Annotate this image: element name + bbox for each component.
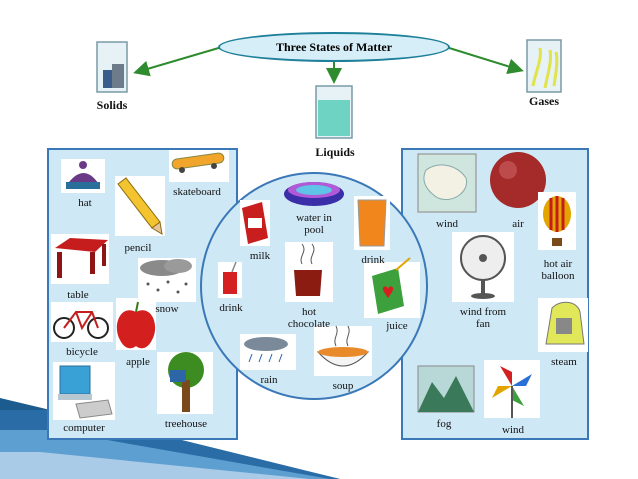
- arrow-to-solids: [133, 46, 223, 77]
- pinwheel-icon: [484, 360, 540, 418]
- liquids-label-drink-glass: drink: [361, 254, 385, 266]
- gases-label-steam: steam: [551, 356, 577, 368]
- gases-label-air: air: [512, 218, 524, 230]
- hot-chocolate-icon: [285, 242, 333, 302]
- solids-label-pencil: pencil: [124, 242, 152, 254]
- fan-icon: [452, 232, 514, 302]
- orange-drink-icon: [354, 196, 390, 250]
- solids-label-table: table: [67, 289, 89, 301]
- liquids-label-soup: soup: [332, 380, 354, 392]
- gases-label-fog: fog: [436, 418, 452, 430]
- skateboard-icon: [169, 150, 229, 182]
- diagram-title: Three States of Matter: [218, 32, 450, 62]
- liquids-label-drink-can: drink: [219, 302, 243, 314]
- arrow-to-gases: [445, 46, 524, 75]
- solids-label-snow: snow: [155, 303, 179, 315]
- hat-icon: [61, 159, 105, 193]
- soup-icon: [314, 325, 372, 376]
- solids-label-skateboard: skateboard: [173, 186, 221, 198]
- category-label-liquids: Liquids: [315, 145, 355, 159]
- gases-label-pinwheel: wind: [502, 424, 524, 436]
- bicycle-icon: [51, 302, 113, 342]
- snow-icon: [138, 258, 196, 302]
- solids-label-bicycle: bicycle: [66, 346, 98, 358]
- treehouse-icon: [157, 352, 213, 414]
- gases-label-hot-air-balloon: hot air balloon: [541, 258, 575, 282]
- liquids-label-water-in-pool: water in pool: [296, 212, 332, 236]
- gases-label-wind-map: wind: [436, 218, 458, 230]
- solids-label-treehouse: treehouse: [164, 418, 208, 430]
- category-label-solids: Solids: [96, 98, 128, 112]
- table-icon: [51, 234, 109, 284]
- pool-icon: [284, 182, 344, 206]
- apple-icon: [116, 298, 156, 350]
- hot-air-balloon-icon: [538, 192, 576, 250]
- steam-iron-icon: [538, 298, 588, 352]
- category-label-gases: Gases: [529, 94, 559, 108]
- fog-icon: [417, 365, 475, 413]
- solids-label-hat: hat: [78, 197, 92, 209]
- juice-icon: [364, 257, 420, 318]
- liquids-label-juice: juice: [386, 320, 408, 332]
- pencil-icon: [115, 176, 165, 236]
- liquids-label-milk: milk: [249, 250, 271, 262]
- liquids-label-rain: rain: [260, 374, 278, 386]
- milk-icon: [240, 200, 270, 246]
- solids-label-computer: computer: [63, 422, 105, 434]
- air-sphere-icon: [490, 152, 546, 208]
- solids-label-apple: apple: [126, 356, 150, 368]
- wind-map-icon: [417, 153, 477, 213]
- liquids-label-hot-chocolate: hot chocolate: [287, 306, 331, 330]
- gases-label-wind-from-fan: wind from fan: [459, 306, 507, 330]
- computer-icon: [53, 362, 115, 420]
- drink-can-icon: [218, 261, 242, 298]
- rain-icon: [240, 334, 296, 370]
